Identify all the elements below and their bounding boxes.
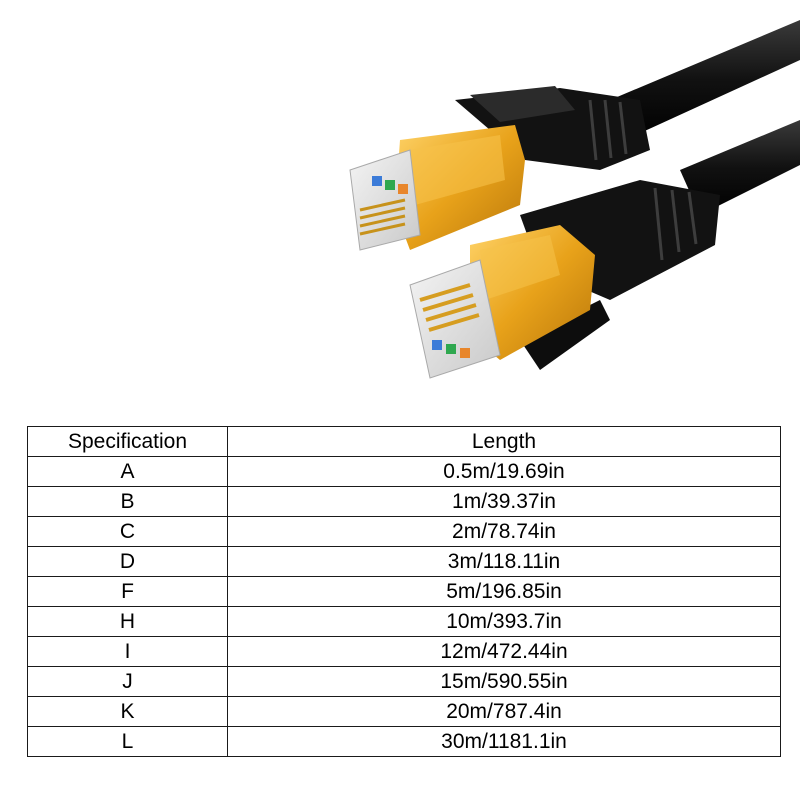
length-cell: 12m/472.44in [227,636,781,667]
spec-cell: D [27,546,228,577]
length-cell: 2m/78.74in [227,516,781,547]
table-row: A 0.5m/19.69in [27,456,781,487]
table-header-row: Specification Length [27,426,781,457]
header-length: Length [227,426,781,457]
spec-cell: B [27,486,228,517]
lower-cable [409,120,800,379]
spec-cell: A [27,456,228,487]
spec-cell: J [27,666,228,697]
table-row: F 5m/196.85in [27,576,781,607]
spec-cell: H [27,606,228,637]
length-cell: 20m/787.4in [227,696,781,727]
length-cell: 5m/196.85in [227,576,781,607]
table-row: J 15m/590.55in [27,666,781,697]
table-row: K 20m/787.4in [27,696,781,727]
header-specification: Specification [27,426,228,457]
spec-cell: L [27,726,228,757]
length-cell: 3m/118.11in [227,546,781,577]
table-row: L 30m/1181.1in [27,726,781,757]
length-cell: 10m/393.7in [227,606,781,637]
table-row: D 3m/118.11in [27,546,781,577]
length-spec-table: Specification Length A 0.5m/19.69in B 1m… [27,426,781,757]
table-row: H 10m/393.7in [27,606,781,637]
length-cell: 1m/39.37in [227,486,781,517]
spec-cell: F [27,576,228,607]
table-row: C 2m/78.74in [27,516,781,547]
upper-cable [349,20,800,251]
length-cell: 0.5m/19.69in [227,456,781,487]
spec-cell: C [27,516,228,547]
spec-cell: K [27,696,228,727]
spec-cell: I [27,636,228,667]
table-row: B 1m/39.37in [27,486,781,517]
table-row: I 12m/472.44in [27,636,781,667]
ethernet-cable-image [349,20,800,379]
length-cell: 30m/1181.1in [227,726,781,757]
length-cell: 15m/590.55in [227,666,781,697]
